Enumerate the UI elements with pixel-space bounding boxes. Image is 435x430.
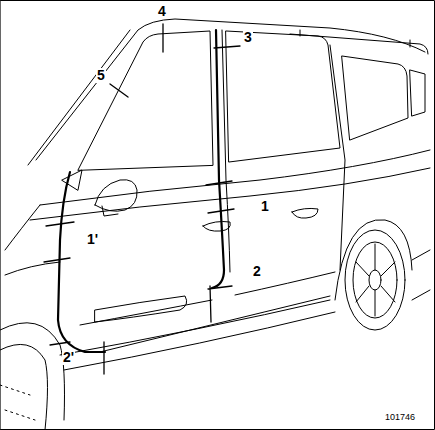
callout-number: 2 xyxy=(252,264,262,279)
callout-number: 1' xyxy=(86,232,99,247)
figure-reference: 101746 xyxy=(384,412,416,422)
callout-number: 2' xyxy=(62,350,75,365)
callout-number: 4 xyxy=(157,4,167,19)
callout-number: 3 xyxy=(243,30,253,45)
callout-number: 5 xyxy=(96,68,106,83)
callout-number: 1 xyxy=(260,199,270,214)
